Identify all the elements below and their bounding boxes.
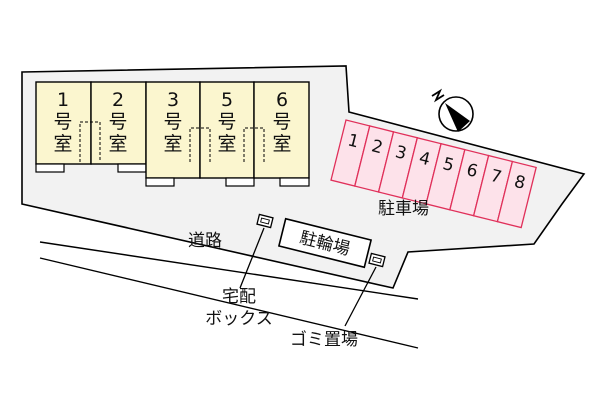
unit-suffix-shitsu: 室 [108,133,127,155]
road-edge-upper [39,241,419,300]
delivery-box-label-line2: ボックス [205,309,273,329]
unit-suffix-shitsu: 室 [53,133,72,155]
parking-slot: 7 [472,154,514,223]
north-arrow-icon [431,88,474,132]
garbage-leader [344,266,377,327]
unit-2: 2 号 室 [90,81,147,173]
parking-label: 駐車場 [378,199,429,219]
parking-slot: 2 [353,125,395,193]
parking-slot-number: 1 [346,130,361,152]
unit-number: 5 [221,89,233,111]
unit-suffix-go: 号 [272,111,291,133]
parking-slot-number: 3 [393,142,408,164]
unit-suffix-shitsu: 室 [163,133,182,155]
parking-slot: 8 [496,160,537,229]
unit-number: 1 [57,89,69,111]
unit-suffix-go: 号 [108,111,127,133]
parking-slot-number: 7 [488,166,503,188]
unit-suffix-go: 号 [53,111,72,133]
bicycle-parking: 駐輪場 [277,217,373,269]
stair-outline [79,121,101,162]
unit-suffix-shitsu: 室 [217,133,236,155]
stair-outline [243,127,265,162]
garbage-label: ゴミ置場 [290,329,358,350]
building: 1 号 室 2 号 室 3 号 室 5 号 室 6 [35,81,310,187]
parking-slot-number: 2 [369,136,384,158]
unit-suffix-shitsu: 室 [272,133,291,155]
stair-outline [189,127,211,162]
unit-suffix-go: 号 [217,111,236,133]
unit-3: 3 号 室 [145,81,201,187]
parking-slot-number: 4 [417,148,432,170]
unit-number: 6 [276,89,288,111]
parking-slot-number: 6 [464,160,479,182]
unit-suffix-go: 号 [163,111,182,133]
unit-5: 5 号 室 [199,81,255,187]
parking-slot-number: 8 [512,172,527,194]
delivery-box-marker [256,213,274,229]
road-edge-lower [39,257,419,349]
delivery-box-leader [239,227,265,289]
parking-slot-number: 5 [441,154,456,176]
garbage-marker [368,252,386,268]
unit-number: 3 [167,89,179,111]
road-label: 道路 [188,231,222,251]
delivery-box-label-line1: 宅配 [222,287,256,307]
unit-1: 1 号 室 [35,81,92,173]
parking-slot: 4 [401,136,442,205]
unit-number: 2 [112,89,124,111]
unit-6: 6 号 室 [253,81,310,187]
